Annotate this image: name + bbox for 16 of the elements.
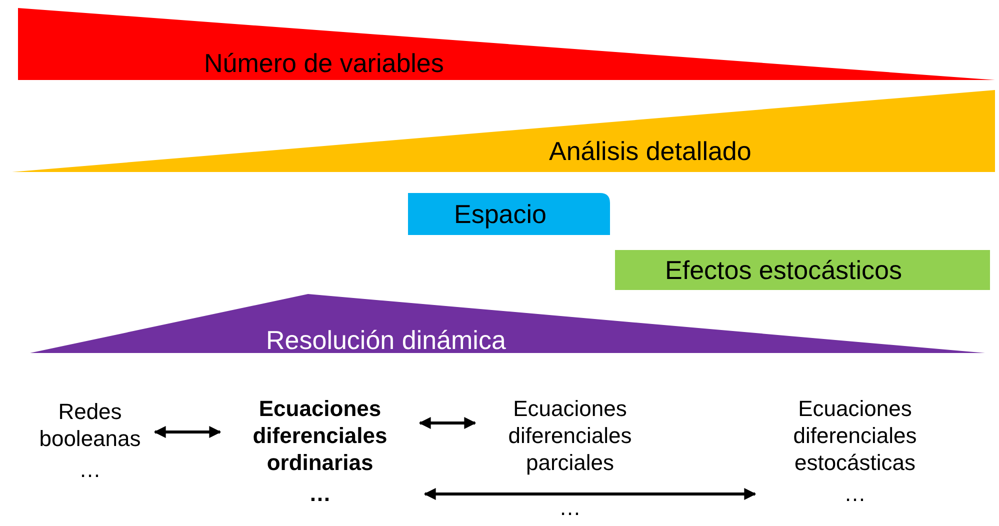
double-arrow — [424, 488, 756, 500]
method-label: Redes booleanas — [38, 398, 142, 452]
ellipsis-text: … — [78, 456, 102, 483]
band-label: Efectos estocásticos — [665, 255, 902, 285]
band-label: Espacio — [454, 199, 546, 229]
band-label: Análisis detallado — [549, 136, 752, 166]
method-label: Ecuaciones diferenciales ordinarias — [252, 395, 388, 476]
double-arrow — [418, 417, 476, 429]
ellipsis-text: … — [558, 494, 582, 521]
band-label: Número de variables — [204, 48, 444, 78]
double-arrow — [154, 426, 222, 438]
method-label: Ecuaciones diferenciales parciales — [507, 395, 633, 476]
ellipsis-text: … — [308, 480, 332, 507]
method-label: Ecuaciones diferenciales estocásticas — [792, 395, 918, 476]
ellipsis-text: … — [843, 480, 867, 507]
band-label: Resolución dinámica — [266, 325, 506, 355]
